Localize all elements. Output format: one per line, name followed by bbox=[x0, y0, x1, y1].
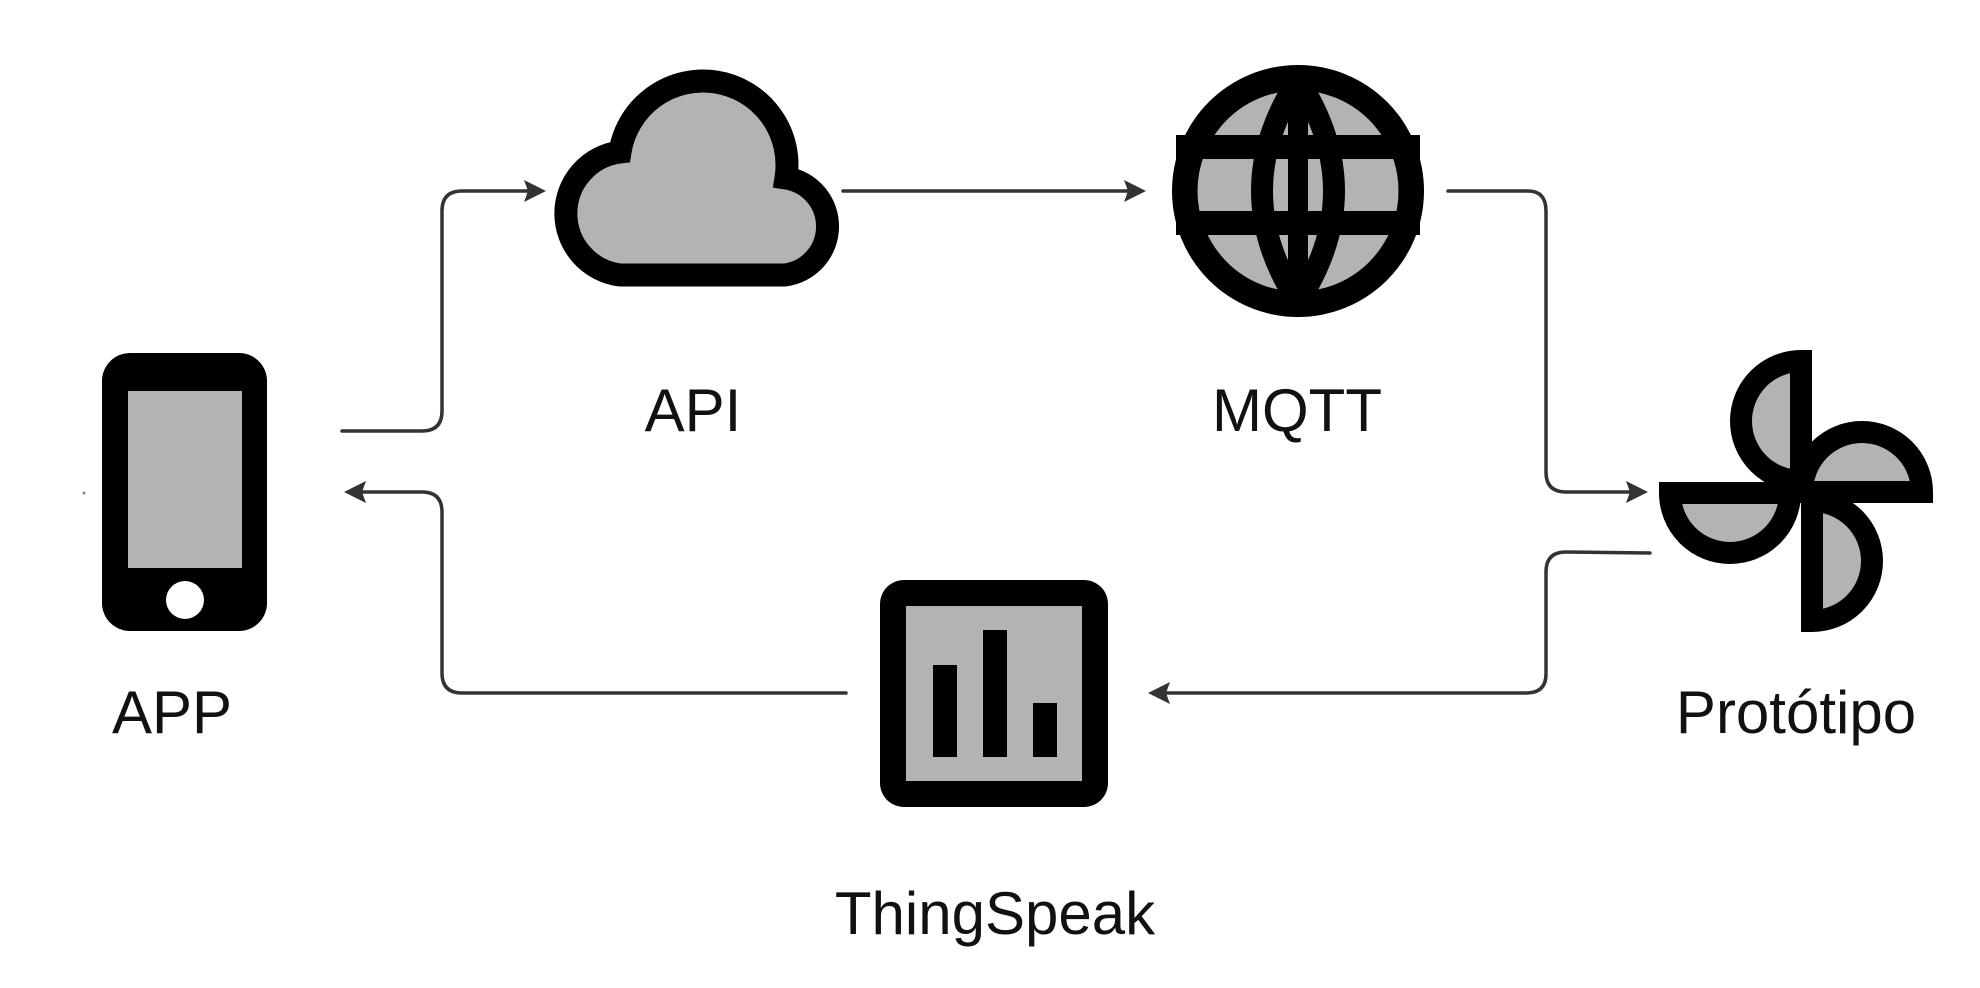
node-label-mqtt: MQTT bbox=[1212, 377, 1382, 444]
edge-prototype-to-thingspeak bbox=[1148, 550, 1652, 704]
node-app: APP bbox=[102, 353, 267, 746]
globe-icon bbox=[1172, 65, 1424, 317]
edge-mqtt-to-prototype bbox=[1446, 189, 1648, 503]
stray-dot bbox=[82, 491, 86, 495]
connectors bbox=[340, 180, 1652, 704]
node-label-thingspeak: ThingSpeak bbox=[835, 880, 1156, 947]
node-label-prototype: Protótipo bbox=[1676, 679, 1916, 746]
pinwheel-icon bbox=[1658, 349, 1934, 633]
node-label-app: APP bbox=[112, 679, 232, 746]
node-api: API bbox=[554, 69, 840, 444]
cloud-icon bbox=[554, 69, 840, 287]
edge-app-to-api bbox=[340, 180, 546, 433]
bar-chart-icon bbox=[880, 580, 1108, 807]
edge-api-to-mqtt bbox=[841, 180, 1146, 202]
node-thingspeak: ThingSpeak bbox=[835, 580, 1156, 947]
edge-thingspeak-to-app bbox=[344, 481, 848, 695]
node-mqtt: MQTT bbox=[1172, 65, 1424, 444]
smartphone-icon bbox=[102, 353, 267, 631]
node-prototype: Protótipo bbox=[1658, 349, 1934, 746]
node-label-api: API bbox=[645, 377, 742, 444]
